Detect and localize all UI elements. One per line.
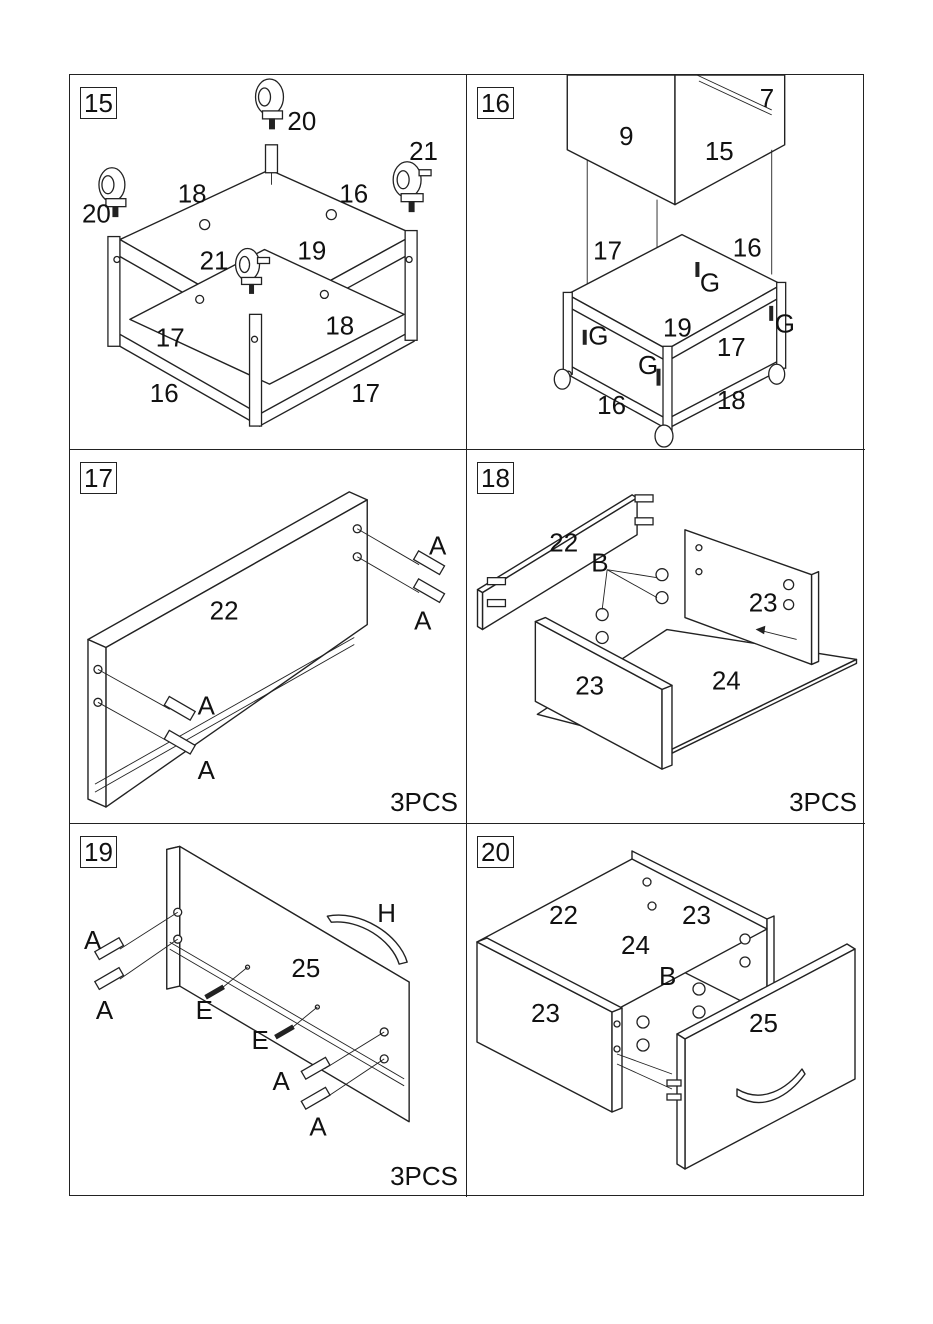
step-16-label: 17 <box>717 334 746 362</box>
step-17-panel: 17 <box>70 450 467 824</box>
step-18-label: 23 <box>749 590 778 618</box>
step-20-label: 24 <box>621 930 650 960</box>
cabinet-body-16 <box>567 75 784 205</box>
panel-22-18 <box>478 495 638 630</box>
step-15-label: 20 <box>287 108 316 136</box>
step-19-label: 25 <box>291 955 320 983</box>
step-20-label: B <box>659 961 676 991</box>
step-19-quantity: 3PCS <box>390 1161 458 1191</box>
step-19-illustration: H A 25 A E E A A <box>70 824 466 1197</box>
step-19-label: A <box>84 927 102 955</box>
step-15-panel: 15 <box>70 75 467 450</box>
step-16-label: 19 <box>663 314 692 342</box>
step-17-quantity: 3PCS <box>390 787 458 817</box>
caster-20-top <box>256 79 284 129</box>
step-18-label: B <box>591 550 608 578</box>
step-18-label: 24 <box>712 667 741 695</box>
step-16-label: G <box>775 310 795 338</box>
step-15-label: 21 <box>200 247 229 275</box>
step-17-label: A <box>198 757 216 785</box>
step-15-label: 21 <box>409 138 438 166</box>
step-20-label: 23 <box>682 900 711 930</box>
step-18-illustration: 22 B 23 23 24 <box>467 450 865 823</box>
step-19-label: E <box>196 997 213 1025</box>
step-17-illustration: A 22 A A A <box>70 450 466 823</box>
step-15-illustration: 20 21 20 18 16 21 19 17 18 16 17 <box>70 75 466 449</box>
step-16-label: 16 <box>597 392 626 420</box>
step-20-illustration: 22 23 24 B 23 25 <box>467 824 865 1197</box>
caster-21-right <box>393 162 431 212</box>
step-20-label: 22 <box>549 900 578 930</box>
step-19-label: A <box>309 1114 327 1142</box>
step-16-label: G <box>588 322 608 350</box>
cam-locks-b-18 <box>596 569 668 644</box>
step-16-label: 9 <box>619 123 633 151</box>
step-15-label: 19 <box>297 238 326 266</box>
step-16-panel: 16 <box>467 75 865 450</box>
step-19-label: H <box>377 900 396 928</box>
step-17-label: A <box>198 692 216 720</box>
step-20-label: 23 <box>531 998 560 1028</box>
step-15-label: 18 <box>178 181 207 209</box>
step-16-label: 15 <box>705 138 734 166</box>
step-19-label: A <box>96 997 114 1025</box>
step-15-label: 18 <box>325 312 354 340</box>
step-15-label: 17 <box>156 324 185 352</box>
step-18-label: 23 <box>575 672 604 700</box>
step-19-label: A <box>272 1068 290 1096</box>
step-16-illustration: 7 9 15 17 16 G G G 19 17 G 16 18 <box>467 75 865 449</box>
step-18-quantity: 3PCS <box>789 787 857 817</box>
step-15-label: 20 <box>82 201 111 229</box>
panel-22-17 <box>88 492 367 807</box>
step-16-label: 18 <box>717 387 746 415</box>
step-19-label: E <box>252 1027 269 1055</box>
step-16-label: 17 <box>593 238 622 266</box>
step-17-label: A <box>429 533 447 561</box>
step-16-label: 16 <box>733 235 762 263</box>
step-16-label: G <box>638 352 658 380</box>
step-grid: 15 <box>69 74 864 1196</box>
step-16-label: G <box>700 269 720 297</box>
step-15-label: 16 <box>150 380 179 408</box>
step-16-label: 7 <box>760 85 774 113</box>
step-18-label: 22 <box>549 530 578 558</box>
step-18-panel: 18 <box>467 450 865 824</box>
step-15-label: 16 <box>339 181 368 209</box>
step-20-panel: 20 <box>467 824 865 1197</box>
step-15-label: 17 <box>351 380 380 408</box>
step-20-label: 25 <box>749 1008 778 1038</box>
step-19-panel: 19 <box>70 824 467 1197</box>
step-17-label: A <box>414 608 432 636</box>
step-17-label: 22 <box>210 598 239 626</box>
